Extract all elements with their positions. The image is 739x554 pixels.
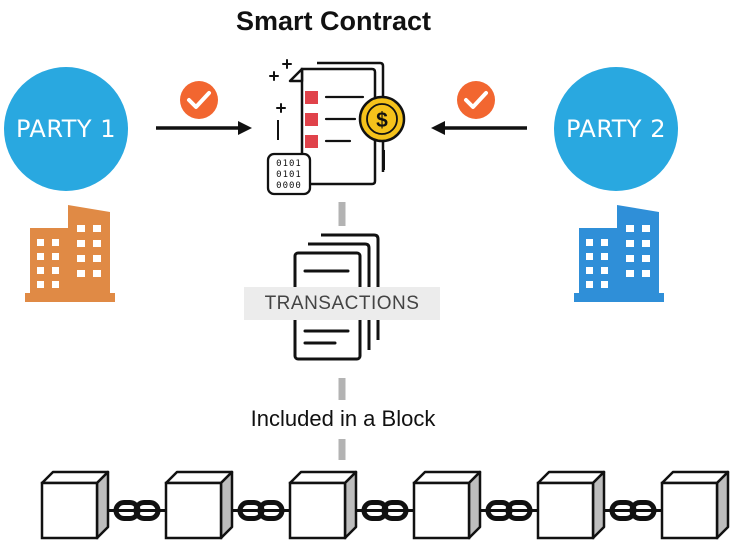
contract-document-icon: $ 0101 0101 0000 [266, 59, 406, 196]
block-cube [288, 470, 358, 540]
party-1-label: PARTY 1 [15, 115, 116, 143]
svg-text:0101: 0101 [276, 159, 302, 169]
diagram-title: Smart Contract [235, 6, 432, 36]
block-cube [536, 470, 606, 540]
coin-dollar-symbol: $ [376, 109, 388, 132]
blockchain [40, 470, 730, 540]
party-1-building-icon [25, 205, 115, 302]
included-in-block-label: Included in a Block [250, 406, 436, 431]
chain-link-icon [108, 500, 166, 521]
check-badge-party2-icon [457, 81, 495, 119]
transactions-label: TRANSACTIONS [244, 287, 440, 320]
check-badge-party1-icon [180, 81, 218, 119]
chain-link-icon [356, 500, 414, 521]
party-2-label: PARTY 2 [565, 115, 666, 143]
block-cube [412, 470, 482, 540]
arrow-party2-to-contract [431, 121, 527, 135]
chain-link-icon [480, 500, 538, 521]
party-1-circle: PARTY 1 [4, 67, 128, 191]
svg-text:0101: 0101 [276, 170, 302, 180]
block-cube [40, 470, 110, 540]
chain-link-icon [232, 500, 290, 521]
party-2-building-icon [574, 205, 664, 302]
arrow-party1-to-contract [156, 121, 252, 135]
block-cube [660, 470, 730, 540]
chain-link-icon [604, 500, 662, 521]
party-2-circle: PARTY 2 [554, 67, 678, 191]
block-cube [164, 470, 234, 540]
svg-text:0000: 0000 [276, 181, 302, 191]
